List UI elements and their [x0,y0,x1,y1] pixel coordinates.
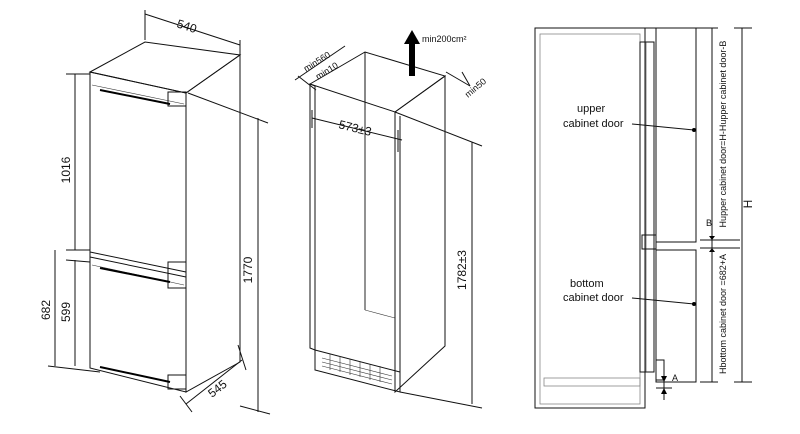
dim-1782: 1782±3 [394,111,483,409]
dim-A: A [656,370,678,400]
dim-upper-door: Hupper cabinet door=H-Hupper cabinet doo… [700,27,740,241]
dim-573-label: 573±3 [337,117,373,139]
dim-min560: min560 min10 [294,45,346,91]
dim-545-label: 545 [205,377,230,401]
airflow-label: min200cm² [422,34,467,44]
dim-bottom-door: Hbottom cabinet door =682+A [700,248,728,383]
upper-formula-label: Hupper cabinet door=H-Hupper cabinet doo… [718,41,728,228]
hinge-top-icon [167,91,187,107]
dim-1770-label: 1770 [241,256,255,283]
dim-573: 573±3 [311,110,403,152]
dim-H-label: H [741,200,755,209]
niche-side [394,75,446,394]
bottom-formula-label: Hbottom cabinet door =682+A [718,254,728,374]
lower-door [655,249,697,383]
cabinet-outline [534,27,646,409]
dim-1782-label: 1782±3 [455,250,469,290]
dim-1016: 1016 [59,73,90,251]
upper-door [655,27,697,243]
niche-top [308,51,447,113]
vent-grille-icon [321,354,393,385]
dim-min50: min50 [445,71,488,100]
hinge-bottom-icon [167,374,187,390]
fridge-drawing [88,41,242,393]
fridge-side [185,54,241,393]
side-section-drawing [534,27,700,409]
dim-599-label: 599 [59,302,73,322]
dim-540-label: 540 [175,17,199,37]
dim-1016-label: 1016 [59,156,73,183]
dim-682-label: 682 [39,300,53,320]
dim-540: 540 [144,10,241,55]
bottom-label-1: bottom [570,278,604,290]
dim-A-label: A [672,373,678,383]
dim-682-599: 682 599 [39,250,101,373]
dim-545: 545 [179,344,247,413]
bottom-label-2: cabinet door [563,292,624,304]
upper-door-label: upper cabinet door [563,103,696,132]
niche-drawing [308,51,447,394]
dim-B-label: B [706,218,712,228]
airflow-arrow-icon: min200cm² [404,30,467,76]
upper-label-1: upper [577,103,605,115]
dim-H: H [734,27,755,383]
hinge-mid-icon [167,261,187,289]
fridge-top [88,41,242,94]
upper-label-2: cabinet door [563,118,624,130]
dim-1770: 1770 [187,92,271,415]
bottom-door-label: bottom cabinet door [563,278,696,306]
fridge-front [89,71,187,393]
